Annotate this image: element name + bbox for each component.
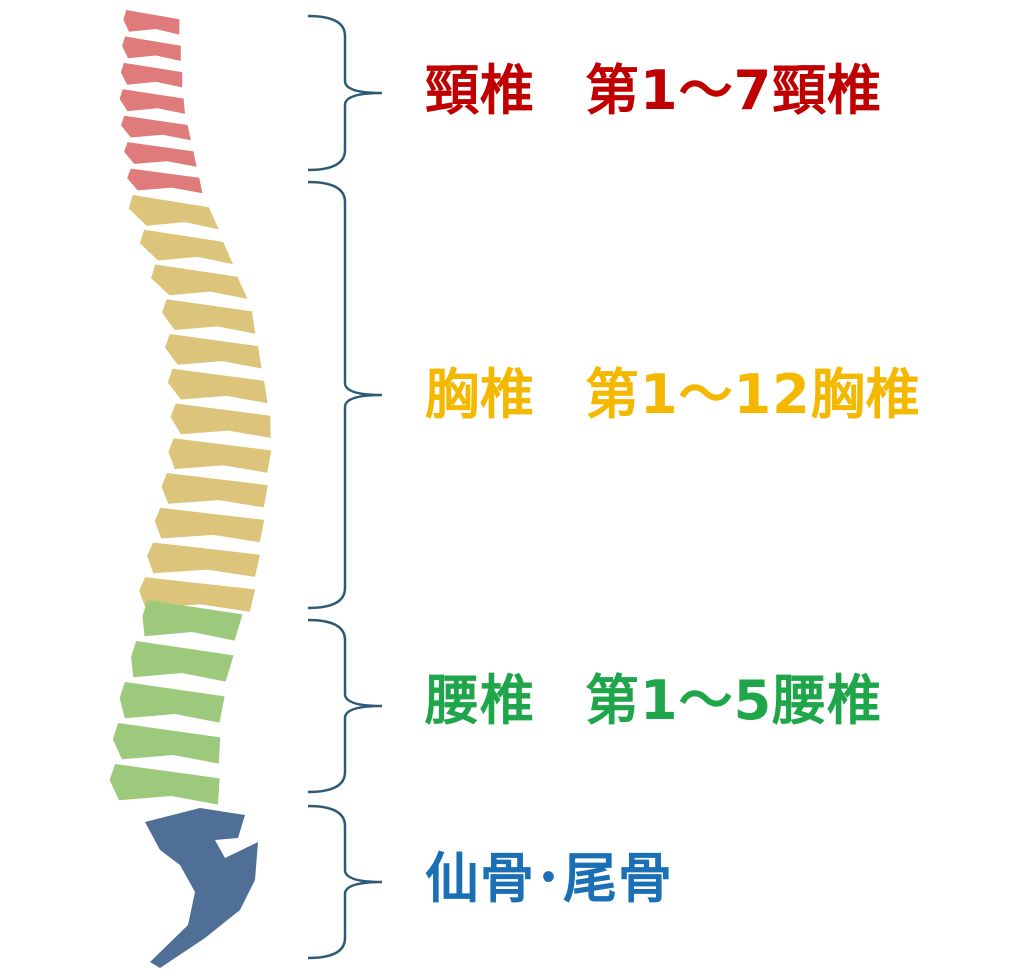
cervical-vertebra	[127, 168, 203, 194]
thoracic-vertebra	[162, 299, 256, 334]
thoracic-vertebra	[168, 438, 272, 473]
thoracic-vertebra	[165, 334, 262, 369]
label-thoracic: 胸椎第1～12胸椎	[425, 368, 921, 422]
thoracic-range: 第1～12胸椎	[585, 363, 921, 426]
thoracic-vertebra	[170, 403, 271, 438]
cervical-vertebra	[124, 142, 197, 167]
cervical-vertebra	[123, 10, 180, 35]
lumbar-vertebra	[119, 682, 225, 723]
brace-lumbar	[307, 618, 383, 794]
lumbar-range: 第1～5腰椎	[585, 669, 883, 732]
thoracic-name: 胸椎	[425, 363, 535, 426]
braces-group	[307, 14, 383, 960]
cervical-vertebra	[121, 115, 191, 141]
thoracic-vertebra	[128, 195, 219, 230]
thoracic-vertebra	[151, 264, 248, 299]
thoracic-vertebra	[147, 542, 260, 577]
thoracic-vertebra	[161, 473, 268, 508]
cervical-vertebra	[120, 62, 183, 88]
thoracic-vertebra	[139, 577, 256, 612]
cervical-range: 第1～7頸椎	[585, 59, 883, 122]
label-lumbar: 腰椎第1～5腰椎	[425, 674, 882, 728]
lumbar-vertebra	[131, 641, 234, 682]
thoracic-vertebra	[154, 507, 265, 543]
brace-thoracic	[307, 180, 383, 610]
thoracic-vertebra	[167, 368, 268, 404]
vertebrae-group	[109, 10, 272, 968]
cervical-vertebra	[119, 89, 185, 114]
lumbar-vertebra	[109, 764, 220, 805]
cervical-vertebra	[122, 36, 181, 61]
sacrum-name: 仙骨･尾骨	[425, 847, 673, 910]
sacrum-coccyx-bone	[145, 808, 258, 968]
cervical-name: 頸椎	[425, 59, 535, 122]
brace-sacrum	[307, 804, 383, 960]
lumbar-vertebra	[142, 600, 243, 641]
thoracic-vertebra	[139, 229, 233, 265]
brace-cervical	[307, 14, 383, 172]
lumbar-vertebra	[112, 723, 221, 764]
lumbar-name: 腰椎	[425, 669, 535, 732]
label-cervical: 頸椎第1～7頸椎	[425, 64, 882, 118]
label-sacrum: 仙骨･尾骨	[425, 852, 673, 906]
